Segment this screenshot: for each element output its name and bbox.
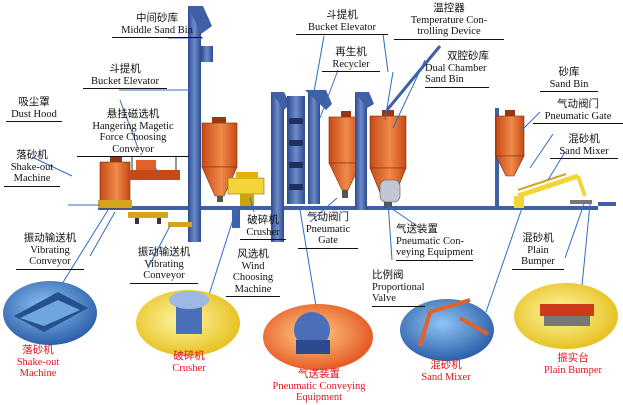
caption-crusher: 破碎机 Crusher — [172, 351, 206, 374]
dual-chamber-sand-bin — [369, 110, 407, 208]
recycler-tower — [287, 90, 332, 204]
label-pneumatic-conveying: 气送装置 Pneumatic Con- veying Equipment — [396, 224, 474, 261]
caption-plain-bumper: 振实台 Plain Bumper — [543, 353, 603, 376]
label-bucket-elevator-left: 斗提机 Bucket Elevator — [83, 64, 167, 89]
photo-shakeout — [3, 281, 97, 345]
label-plain-bumper: 混砂机 Plain Bumper — [512, 233, 564, 270]
plain-bumper-unit — [570, 200, 592, 204]
label-sand-mixer: 混砂机 Sand Mixer — [550, 134, 618, 159]
label-vibrating-conveyor-left: 振动输送机 Vibrating Conveyor — [16, 233, 84, 270]
temperature-device — [385, 45, 442, 111]
label-proportional-valve: 比例阀 Proportional Valve — [372, 270, 425, 307]
photo-pneumatic — [263, 304, 373, 370]
leader-lines — [31, 33, 591, 319]
caption-shakeout: 落砂机 Shake-out Machine — [16, 345, 60, 379]
photo-plain-bumper — [514, 283, 618, 349]
label-recycler: 再生机 Recycler — [322, 47, 380, 72]
label-pneumatic-gate-right: 气动阀门 Pneumatic Gate — [533, 99, 623, 124]
label-sand-bin: 砂库 Sand Bin — [540, 67, 598, 92]
label-shakeout: 落砂机 Shake-out Machine — [4, 150, 60, 187]
floor-line — [98, 202, 616, 210]
vibrating-conveyor-left — [128, 212, 168, 224]
label-temperature-device: 温控器 Temperature Con- trolling Device — [394, 3, 504, 40]
photo-crusher — [136, 290, 240, 356]
label-wind-choosing: 风选机 Wind Choosing Machine — [226, 249, 280, 297]
sand-bin-right — [495, 108, 525, 206]
middle-sand-bin — [201, 117, 238, 202]
wind-choosing-machine — [232, 208, 240, 228]
label-pneumatic-gate-mid: 气动阀门 Pneumatic Gate — [298, 212, 358, 249]
label-middle-sand-bin: 中间砂库 Middle Sand Bin — [112, 13, 202, 38]
bucket-elevator-right — [355, 92, 374, 210]
caption-pneumatic: 气送装置 Pneumatic Conveying Equipment — [272, 369, 366, 403]
label-dust-hood: 吸尘罩 Dust Hood — [6, 97, 62, 122]
proportional-valve-tank — [379, 179, 401, 203]
label-crusher: 破碎机 Crusher — [240, 215, 286, 240]
vibrating-conveyor-mid — [168, 222, 192, 227]
shakeout-machine — [98, 156, 132, 209]
crusher-unit — [227, 172, 265, 206]
magnetic-conveyor — [128, 156, 180, 180]
bucket-elevator-center — [271, 92, 290, 242]
label-magnetic-conveyor: 悬挂磁选机 Hangering Magetic Force Choosing C… — [77, 109, 189, 157]
sand-mixer-arm — [514, 173, 587, 208]
photo-sand-mixer — [400, 298, 494, 361]
label-bucket-elevator-top: 斗提机 Bucket Elevator — [296, 10, 388, 35]
label-dual-chamber: 双腔砂库 Dual Chamber Sand Bin — [425, 51, 489, 88]
caption-sand-mixer: 混砂机 Sand Mixer — [421, 360, 471, 383]
bucket-elevator-left — [188, 6, 213, 242]
label-vibrating-conveyor-mid: 振动输送机 Vibrating Conveyor — [130, 247, 198, 284]
